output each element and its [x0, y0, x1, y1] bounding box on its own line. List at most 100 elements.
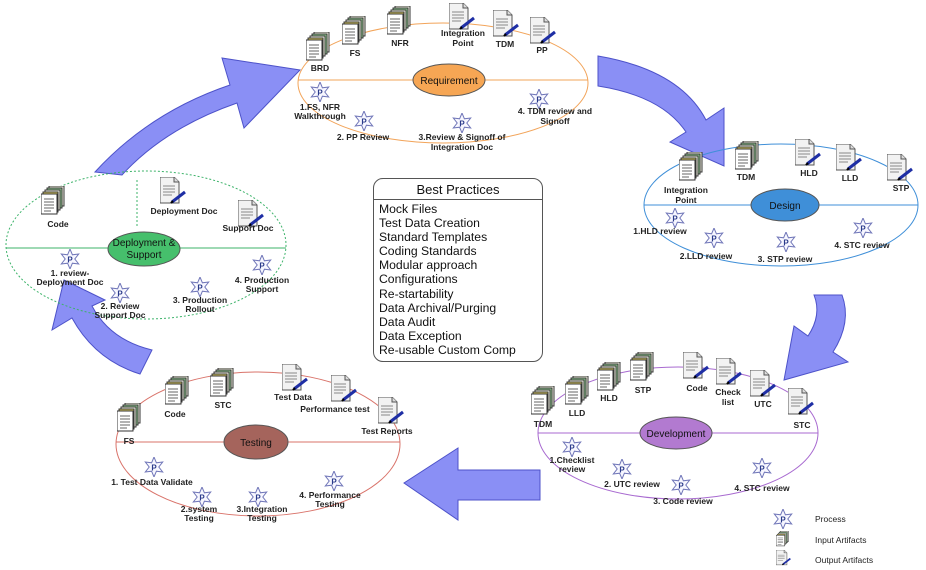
- deploy-process-4-line2: Support: [246, 284, 279, 294]
- arrow-deployment-to-requirement: [93, 57, 302, 176]
- integration-point-label-1: Integration: [441, 28, 485, 38]
- requirement-ring: [297, 22, 589, 144]
- process-icon: [354, 111, 374, 131]
- process-icon: [60, 249, 80, 269]
- req-process-1-line1: 1.FS, NFR: [300, 102, 340, 112]
- design-hub: [750, 188, 820, 222]
- deploy-code-label: Code: [47, 219, 69, 229]
- test-fs-label: FS: [124, 436, 135, 446]
- test-data-output-icon: [282, 364, 308, 392]
- code-output-icon: [683, 352, 709, 380]
- process-icon: [671, 475, 691, 495]
- best-practice-item: Configurations: [379, 272, 458, 287]
- requirement-hub-label: Requirement: [420, 76, 477, 87]
- design-process-2: 2.LLD review: [680, 251, 733, 261]
- deployment-hub-label-1: Deployment &: [113, 238, 176, 249]
- arrow-requirement-to-design: [597, 55, 725, 167]
- design-tdm-label: TDM: [737, 172, 755, 182]
- cycle-arrows: [51, 55, 850, 521]
- dev-utc-label: UTC: [754, 399, 771, 409]
- hld-input-icon: [597, 362, 621, 391]
- stp-input-icon: [630, 352, 654, 381]
- fs-input-icon: [342, 16, 366, 45]
- testing-hub: [223, 424, 289, 460]
- hld-label: HLD: [800, 168, 817, 178]
- test-process-3-line2: Testing: [247, 513, 277, 523]
- legend-input-label: Input Artifacts: [815, 535, 867, 545]
- stp-label: STP: [893, 183, 910, 193]
- code-input-icon: [165, 376, 189, 405]
- pp-output-icon: [530, 17, 556, 45]
- integration-point-output-icon: [449, 3, 475, 31]
- deployment-doc-output-icon: [160, 177, 186, 205]
- checklist-output-icon: [716, 358, 742, 386]
- phase-testing: Testing FS Code STC Test Data Performanc…: [111, 364, 413, 523]
- code-input-icon: [41, 186, 65, 215]
- process-icon: [853, 218, 873, 238]
- best-practices-box: Best Practices Mock Files Test Data Crea…: [373, 178, 543, 362]
- stp-output-icon: [887, 154, 913, 182]
- req-process-3-line1: 3.Review & Signoff of: [419, 132, 506, 142]
- testing-hub-label: Testing: [240, 438, 272, 449]
- test-reports-output-icon: [378, 397, 404, 425]
- dev-process-4: 4. STC review: [734, 483, 790, 493]
- best-practices-title: Best Practices: [374, 179, 542, 200]
- test-process-2-line2: Testing: [184, 513, 214, 523]
- test-process-3-line1: 3.Integration: [236, 504, 287, 514]
- process-icon: [310, 82, 330, 102]
- dev-process-3: 3. Code review: [653, 496, 713, 506]
- design-process-3: 3. STP review: [758, 254, 813, 264]
- design-integration-label-2: Point: [675, 195, 696, 205]
- process-icon: [452, 113, 472, 133]
- best-practice-item: Modular approach: [379, 258, 478, 273]
- dev-code-label: Code: [686, 383, 708, 393]
- process-icon: [144, 457, 164, 477]
- nfr-label: NFR: [391, 38, 408, 48]
- arrow-design-to-development: [783, 294, 850, 381]
- test-process-4-line1: 4. Performance: [299, 490, 361, 500]
- best-practice-item: Re-startability: [379, 286, 454, 301]
- performance-test-output-icon: [331, 375, 357, 403]
- dev-hld-label: HLD: [600, 393, 617, 403]
- arrow-testing-to-deployment: [51, 279, 153, 375]
- brd-input-icon: [306, 32, 330, 61]
- support-doc-label: Support Doc: [223, 223, 274, 233]
- lld-output-icon: [836, 144, 862, 172]
- lld-input-icon: [565, 376, 589, 405]
- deployment-ring: [5, 170, 287, 320]
- process-icon: [190, 277, 210, 297]
- req-process-3-line2: Integration Doc: [431, 142, 494, 152]
- pp-label: PP: [536, 45, 548, 55]
- tdm-input-icon: [735, 141, 759, 170]
- tdm-label: TDM: [496, 39, 514, 49]
- best-practice-item: Standard Templates: [379, 230, 488, 245]
- design-hub-label: Design: [769, 201, 800, 212]
- req-process-4-line1: 4. TDM review and: [518, 106, 592, 116]
- best-practice-item: Coding Standards: [379, 244, 477, 259]
- process-icon: [752, 458, 772, 478]
- deploy-process-1-line2: Deployment Doc: [36, 277, 103, 287]
- design-process-4: 4. STC review: [834, 240, 890, 250]
- process-icon: [776, 232, 796, 252]
- process-icon: [110, 283, 130, 303]
- req-process-2: 2. PP Review: [337, 132, 390, 142]
- deploy-process-3-line1: 3. Production: [173, 295, 227, 305]
- test-reports-label: Test Reports: [361, 426, 413, 436]
- deployment-doc-label: Deployment Doc: [150, 206, 217, 216]
- phase-requirement: Requirement BRD FS NFR Integration Point…: [294, 3, 592, 152]
- phase-development: Development TDM LLD HLD STP Code Check l…: [531, 352, 819, 506]
- deployment-hub-label-2: Support: [126, 250, 161, 261]
- utc-output-icon: [750, 370, 776, 398]
- process-icon: [704, 228, 724, 248]
- integration-point-label-2: Point: [452, 38, 473, 48]
- legend-output-label: Output Artifacts: [815, 555, 873, 565]
- development-hub-label: Development: [647, 429, 706, 440]
- test-process-2-line1: 2.system: [181, 504, 218, 514]
- stc-input-icon: [210, 368, 234, 397]
- development-hub: [639, 416, 713, 450]
- req-process-1-line2: Walkthrough: [294, 111, 346, 121]
- deploy-process-1-line1: 1. review-: [51, 268, 90, 278]
- best-practices-list: Mock Files Test Data Creation Standard T…: [379, 202, 542, 357]
- process-icon: [665, 208, 685, 228]
- dev-tdm-label: TDM: [534, 419, 552, 429]
